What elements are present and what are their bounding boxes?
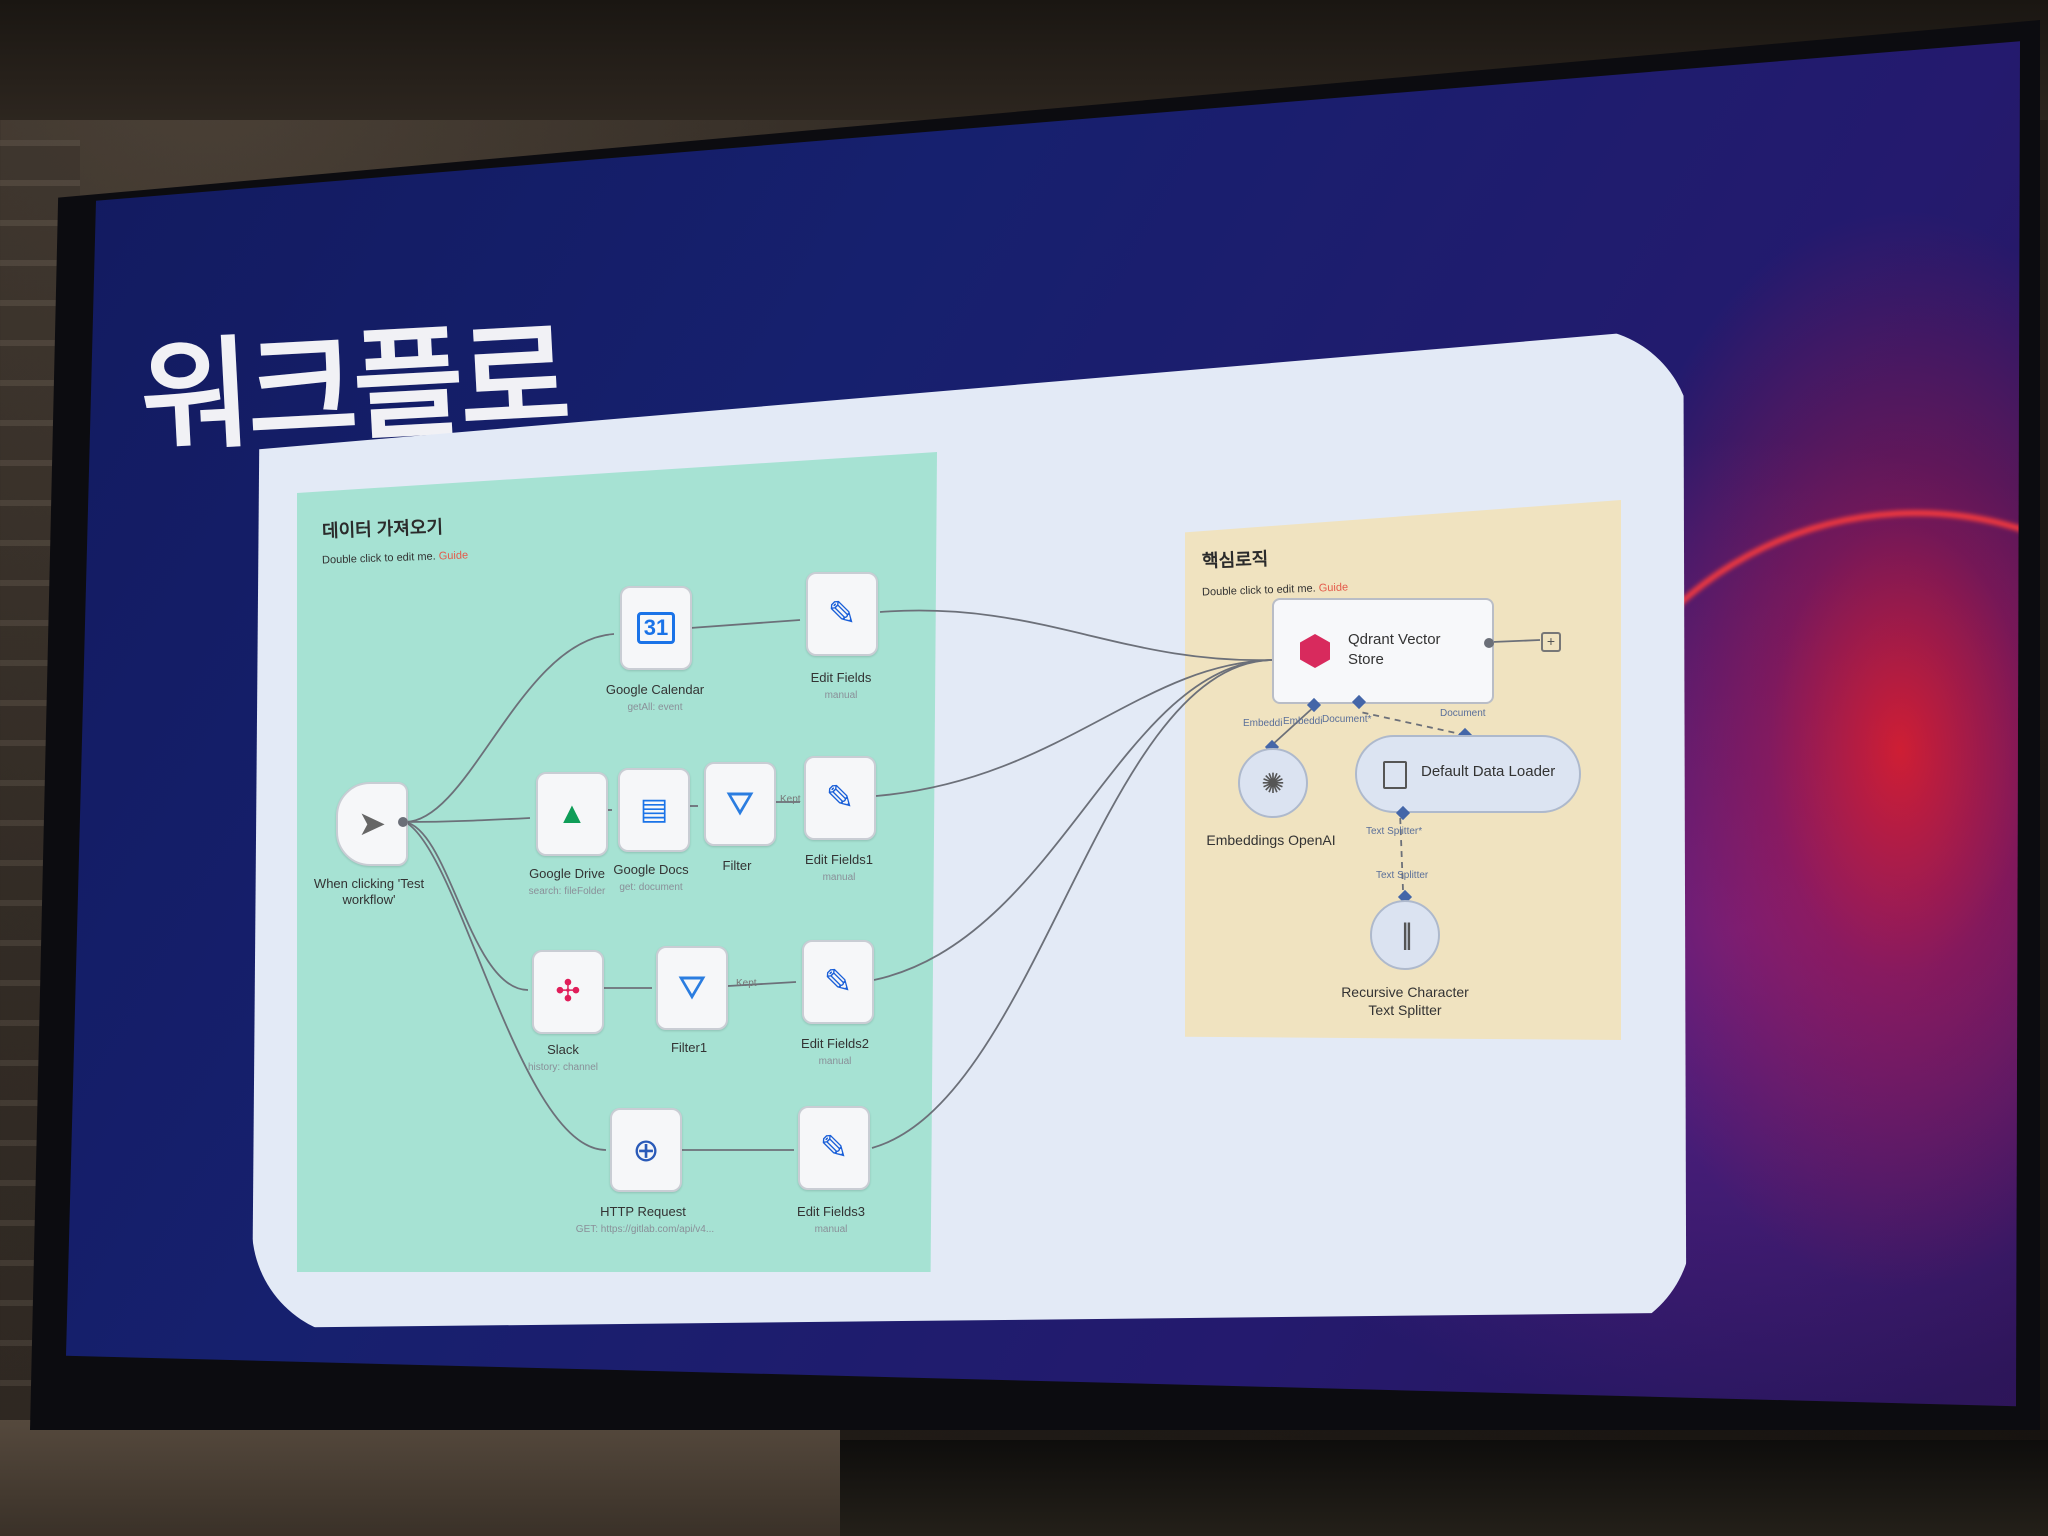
floor [0,1420,840,1536]
connector-document-label: Document [1440,708,1486,719]
node-google-calendar[interactable]: 31 [620,586,692,670]
cursor-icon: ➤ [357,805,387,843]
node-google-docs[interactable]: ▤ [618,768,690,852]
connector-embedding-label: Embeddi [1243,718,1283,729]
globe-icon: ⊕ [632,1132,660,1168]
node-edit1-label: Edit Fields1 [805,852,873,867]
slack-icon: ✣ [555,975,581,1008]
document-icon [1383,761,1407,789]
connector-embedding2-label: Embeddi [1283,716,1323,727]
node-http-sub: GET: https://gitlab.com/api/v4... [575,1224,715,1235]
node-slack-sub: history: channel [527,1062,599,1073]
node-gdrive-sub: search: fileFolder [528,886,606,897]
node-edit0-sub: manual [824,690,858,701]
splitter-icon: || [1401,918,1412,951]
group-core-title: 핵심로직 [1201,548,1269,572]
node-gdrive-label: Google Drive [529,866,605,881]
filter-kept-label: Kept [780,794,801,805]
node-filter1-label: Filter1 [670,1040,708,1055]
node-slack[interactable]: ✣ [532,950,604,1034]
node-trigger[interactable]: ➤ [336,782,408,866]
node-edit1-sub: manual [822,872,856,883]
add-node-plus-icon[interactable]: + [1541,632,1561,652]
group-core-guide-link[interactable]: Guide [1318,581,1349,595]
qdrant-output-handle[interactable] [1484,638,1494,648]
node-http-request[interactable]: ⊕ [610,1108,682,1192]
node-default-data-loader[interactable]: Default Data Loader [1355,735,1581,813]
node-filter-label: Filter [722,858,752,873]
node-qdrant-vector-store[interactable]: Qdrant Vector Store [1272,598,1494,704]
group-fetch-guide-link[interactable]: Guide [438,549,469,563]
node-edit3-label: Edit Fields3 [797,1204,865,1219]
node-text-splitter[interactable]: || [1370,900,1440,970]
node-edit3-sub: manual [814,1224,848,1235]
node-gdocs-sub: get: document [619,882,683,893]
node-gdocs-label: Google Docs [613,862,689,877]
node-trigger-label: When clicking 'Test workflow' [313,876,425,908]
connector-text-splitter-star-label: Text Splitter* [1366,826,1423,837]
node-filter1[interactable]: ⛛ [656,946,728,1030]
monitor-stand [840,1440,2048,1536]
pencil-icon: ✎ [823,963,853,1001]
connector-document-star-label: Document* [1322,714,1372,725]
group-fetch-title: 데이터 가져오기 [321,516,444,542]
node-edit2-sub: manual [818,1056,852,1067]
node-edit-fields1[interactable]: ✎ [804,756,876,840]
node-google-drive[interactable]: ▲ [536,772,608,856]
node-gcal-label: Google Calendar [605,682,705,697]
funnel-icon: ⛛ [725,785,755,823]
node-filter[interactable]: ⛛ [704,762,776,846]
pencil-icon: ✎ [819,1129,849,1167]
node-edit2-label: Edit Fields2 [801,1036,869,1051]
calendar-icon: 31 [636,612,676,644]
openai-icon: ✺ [1261,767,1285,799]
node-splitter-label: Recursive Character Text Splitter [1341,984,1469,1018]
connector-text-splitter-label: Text Splitter [1376,870,1429,881]
node-edit-fields3[interactable]: ✎ [798,1106,870,1190]
pencil-icon: ✎ [825,779,855,817]
funnel-icon: ⛛ [677,969,707,1007]
node-gcal-sub: getAll: event [627,702,683,713]
node-edit-fields2[interactable]: ✎ [802,940,874,1024]
node-edit0-label: Edit Fields [810,670,872,685]
node-slack-label: Slack [547,1042,579,1057]
pencil-icon: ✎ [827,595,857,633]
node-loader-label: Default Data Loader [1421,763,1556,780]
node-http-label: HTTP Request [600,1204,686,1219]
qdrant-logo [1300,634,1330,668]
node-qdrant-label: Qdrant Vector Store [1348,631,1441,668]
filter1-kept-label: Kept [736,978,757,989]
drive-icon: ▲ [557,797,587,830]
node-edit-fields[interactable]: ✎ [806,572,878,656]
node-embeddings-openai[interactable]: ✺ [1238,748,1308,818]
docs-icon: ▤ [639,793,669,826]
node-embed-label: Embeddings OpenAI [1206,832,1336,848]
trigger-output-handle[interactable] [398,817,408,827]
